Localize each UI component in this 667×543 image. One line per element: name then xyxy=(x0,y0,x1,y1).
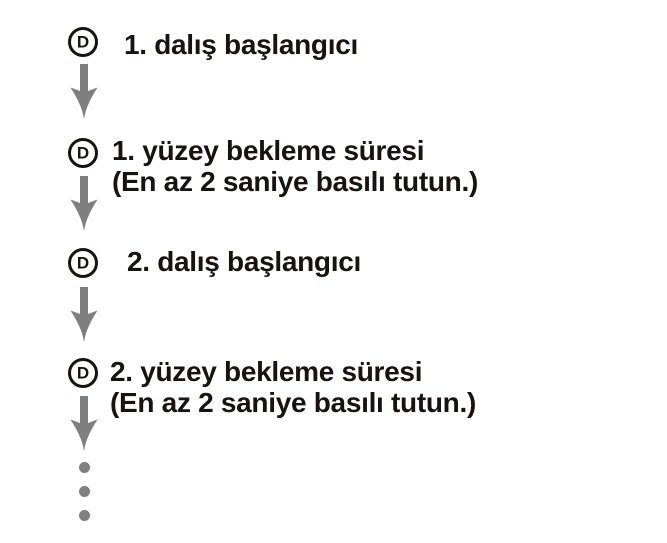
d-button-letter: D xyxy=(76,143,90,162)
down-arrow-icon xyxy=(70,176,98,232)
down-arrow-icon xyxy=(70,64,98,120)
step-label: 1. dalış başlangıcı xyxy=(124,29,358,60)
d-button-badge: D xyxy=(68,358,98,388)
dot xyxy=(79,510,90,521)
step-label: 2. dalış başlangıcı xyxy=(127,246,361,277)
d-button-badge: D xyxy=(68,27,98,57)
continuation-dots xyxy=(79,462,90,521)
dot xyxy=(79,486,90,497)
down-arrow-icon xyxy=(70,396,98,452)
step-label: 2. yüzey bekleme süresi xyxy=(110,356,423,387)
step-3: 2. dalış başlangıcı xyxy=(127,246,361,277)
step-note: (En az 2 saniye basılı tutun.) xyxy=(112,166,478,197)
step-2: 1. yüzey bekleme süresi (En az 2 saniye … xyxy=(112,135,478,197)
down-arrow-icon xyxy=(70,287,98,343)
step-4: 2. yüzey bekleme süresi (En az 2 saniye … xyxy=(110,356,476,418)
d-button-badge: D xyxy=(68,138,98,168)
step-note: (En az 2 saniye basılı tutun.) xyxy=(110,387,476,418)
d-button-letter: D xyxy=(76,253,90,272)
d-button-letter: D xyxy=(76,363,90,382)
d-button-letter: D xyxy=(76,32,90,51)
step-1: 1. dalış başlangıcı xyxy=(124,29,358,60)
dot xyxy=(79,462,90,473)
d-button-badge: D xyxy=(68,248,98,278)
step-label: 1. yüzey bekleme süresi xyxy=(112,135,425,166)
